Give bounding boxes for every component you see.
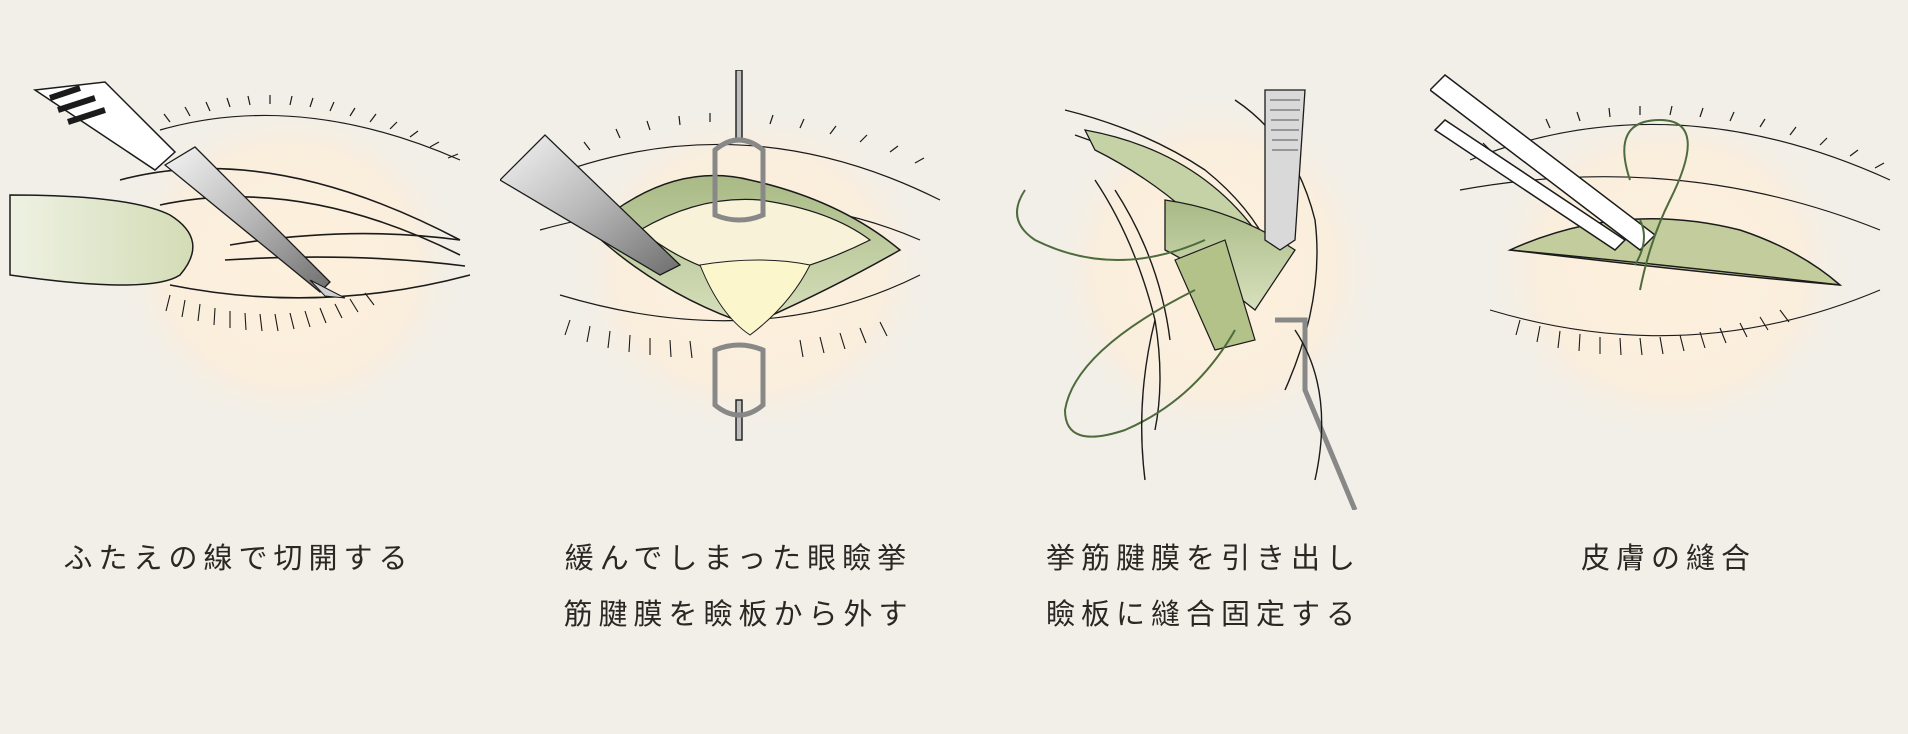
caption-line: 皮膚の縫合 [1580, 541, 1756, 575]
step-2: 緩んでしまった眼瞼挙 筋腱膜を瞼板から外す [500, 0, 977, 734]
step-3-caption: 挙筋腱膜を引き出し 瞼板に縫合固定する [965, 530, 1442, 642]
caption-line: 挙筋腱膜を引き出し [1045, 541, 1361, 575]
tendon-detachment-icon [500, 70, 941, 441]
step-1-caption: ふたえの線で切開する [0, 530, 477, 586]
step-3: 挙筋腱膜を引き出し 瞼板に縫合固定する [965, 0, 1442, 734]
eyelid-incision-icon [9, 81, 471, 435]
step-1: ふたえの線で切開する [0, 0, 477, 734]
step-4-caption: 皮膚の縫合 [1430, 530, 1907, 586]
step-4: 皮膚の縫合 [1430, 0, 1907, 734]
caption-line: 筋腱膜を瞼板から外す [563, 597, 914, 631]
caption-line: 瞼板に縫合固定する [1045, 597, 1361, 631]
skin-suture-icon [1430, 74, 1891, 445]
caption-line: 緩んでしまった眼瞼挙 [564, 541, 913, 575]
step-2-caption: 緩んでしまった眼瞼挙 筋腱膜を瞼板から外す [500, 530, 977, 642]
tendon-fixation-icon [1016, 89, 1385, 510]
caption-line: ふたえの線で切開する [63, 541, 414, 575]
